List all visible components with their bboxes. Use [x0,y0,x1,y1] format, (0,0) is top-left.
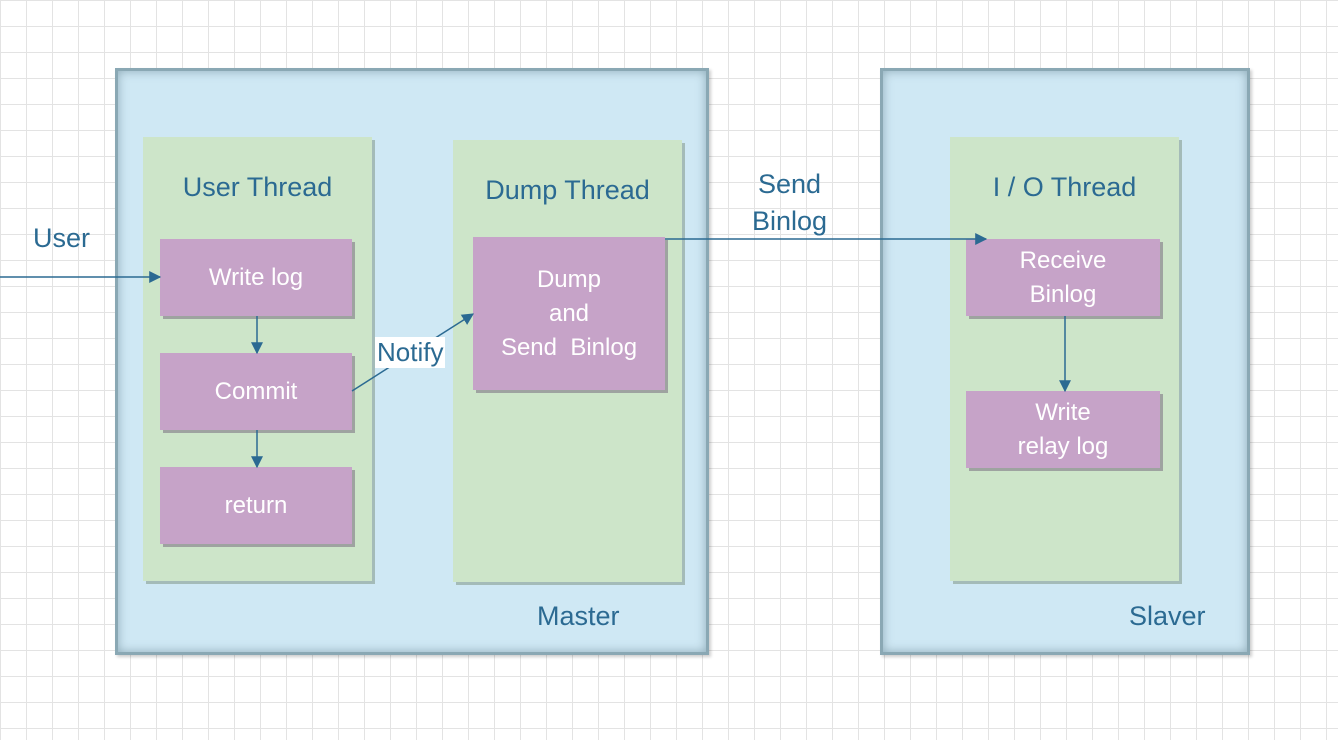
commit-label: Commit [214,377,298,405]
user-label: User [33,223,91,253]
dump-step-line-2: and [548,299,590,327]
write-relay-line-1: Write [1035,398,1091,426]
write-log-node[interactable]: Write log [160,239,352,316]
notify-label: Notify [375,337,446,368]
commit-node[interactable]: Commit [160,353,352,430]
write-log-label: Write log [208,263,304,291]
master-label: Master [537,601,620,631]
write-relay-line-2: relay log [1017,432,1109,460]
dump-step-line-3: Send Binlog [500,333,638,361]
receive-line-1: Receive [1019,246,1107,274]
return-node[interactable]: return [160,467,352,544]
send-binlog-line-1: Send [758,169,822,199]
send-binlog-line-2: Binlog [752,206,828,236]
io-thread-title: I / O Thread [992,172,1137,202]
send-binlog-label: Send Binlog [752,166,827,240]
slaver-label: Slaver [1129,601,1206,631]
dump-thread-title: Dump Thread [485,175,650,205]
dump-step-line-1: Dump [536,265,601,293]
receive-binlog-node[interactable]: Receive Binlog [966,239,1160,316]
return-label: return [224,491,288,519]
io-thread-node[interactable]: I / O Thread [950,137,1179,581]
dump-send-binlog-node[interactable]: Dump and Send Binlog [473,237,665,390]
write-relay-log-node[interactable]: Write relay log [966,391,1160,468]
receive-line-2: Binlog [1029,280,1097,308]
user-thread-title: User Thread [182,172,333,202]
